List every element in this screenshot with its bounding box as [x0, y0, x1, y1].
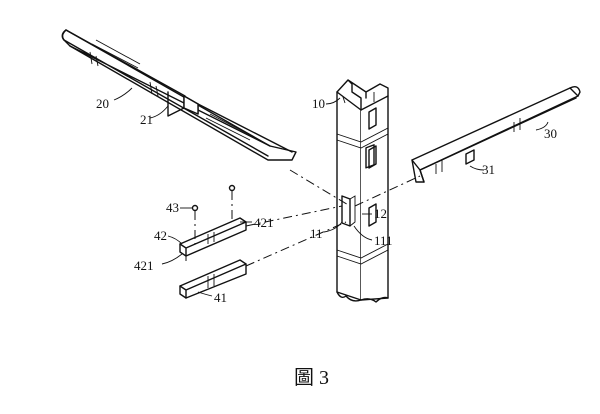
label-beam-left: 20 — [96, 96, 109, 111]
beam-left — [62, 30, 296, 160]
figure-caption: 圖 3 — [294, 367, 329, 389]
connector-upper — [180, 218, 246, 256]
label-connector-pin: 43 — [166, 200, 179, 215]
label-connector-tab-left: 421 — [134, 258, 154, 273]
label-connector-lower: 41 — [214, 290, 227, 305]
label-connector-upper: 42 — [154, 228, 167, 243]
label-connector-tab-right: 421 — [254, 215, 274, 230]
label-post-slot-right: 12 — [374, 206, 387, 221]
label-post-slot-detail: 111 — [374, 233, 393, 248]
label-post: 10 — [312, 96, 325, 111]
leader-lines — [114, 88, 548, 296]
upright-post — [337, 80, 388, 302]
connector-lower — [180, 260, 246, 298]
label-beam-left-notch: 21 — [140, 112, 153, 127]
label-beam-right-notch: 31 — [482, 162, 495, 177]
label-post-slot-left: 11 — [310, 226, 323, 241]
label-beam-right: 30 — [544, 126, 557, 141]
